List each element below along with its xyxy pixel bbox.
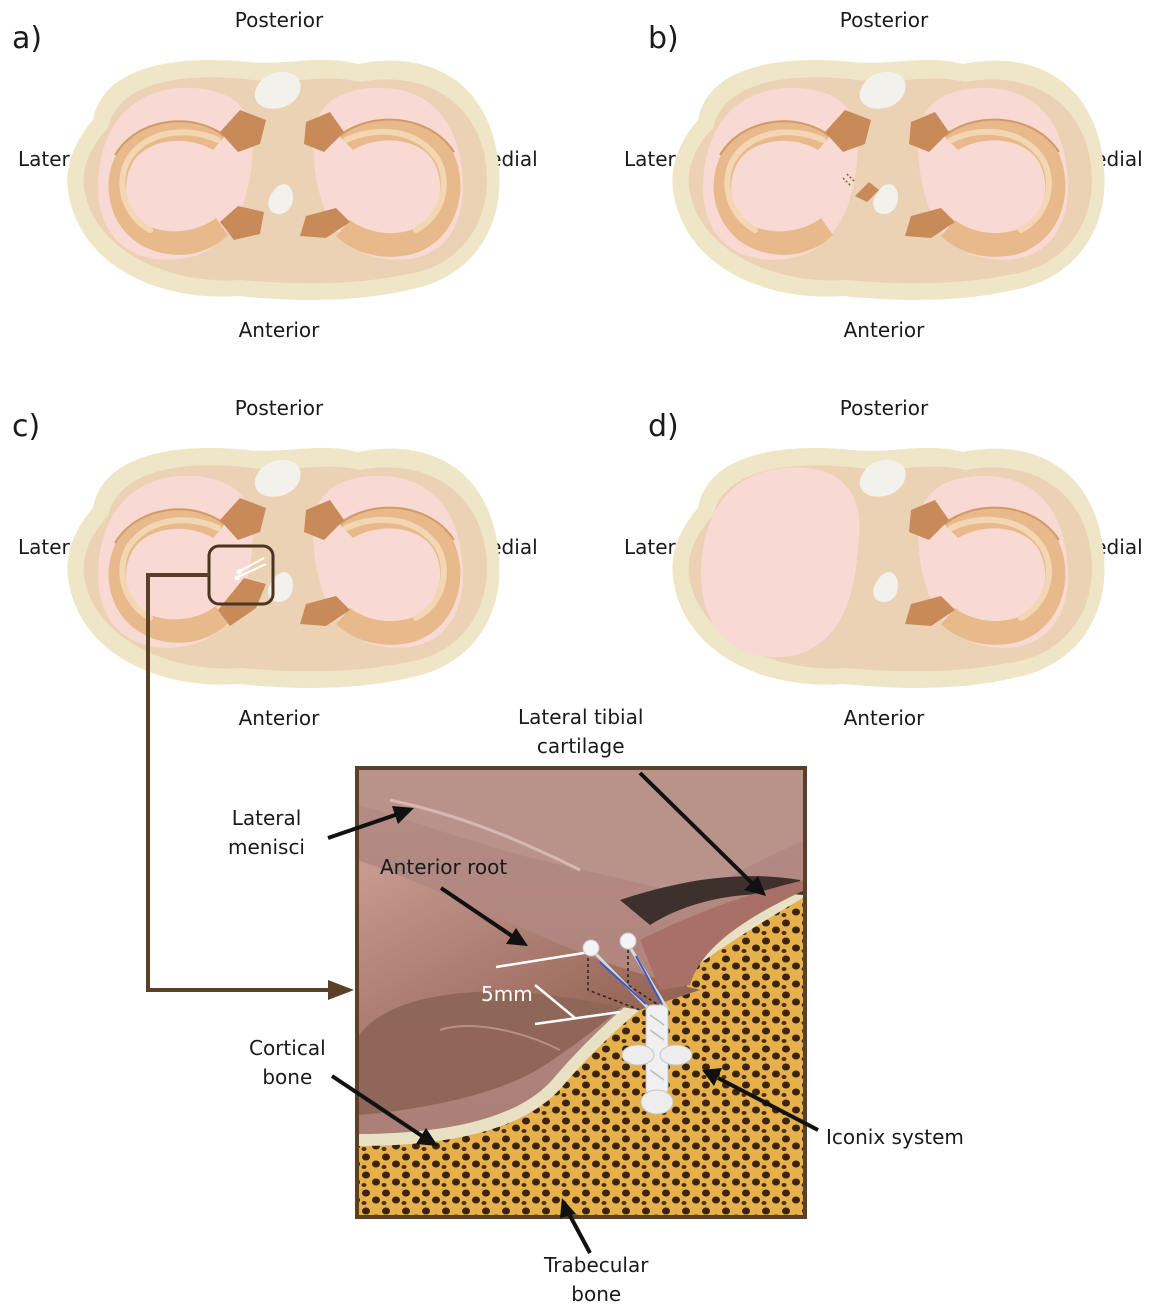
label-iconix-system: Iconix system: [826, 1123, 964, 1152]
tibial-plateau-c: [67, 448, 499, 688]
zoom-connector-arrowhead: [328, 980, 354, 1000]
label-cortical-bone: Cortical bone: [249, 1034, 326, 1092]
label-5mm: 5mm: [481, 980, 533, 1009]
tibial-plateau-a: [67, 60, 499, 300]
tibial-plateau-d: [672, 448, 1104, 688]
inset-illustration: [357, 768, 805, 1217]
label-lateral-menisci: Lateral menisci: [228, 804, 305, 862]
label-trabecular-bone: Trabecular bone: [544, 1251, 648, 1309]
label-lateral-tibial-cartilage: Lateral tibial cartilage: [518, 703, 643, 761]
label-anterior-root: Anterior root: [380, 853, 507, 882]
tibial-plateau-b: [672, 60, 1104, 300]
